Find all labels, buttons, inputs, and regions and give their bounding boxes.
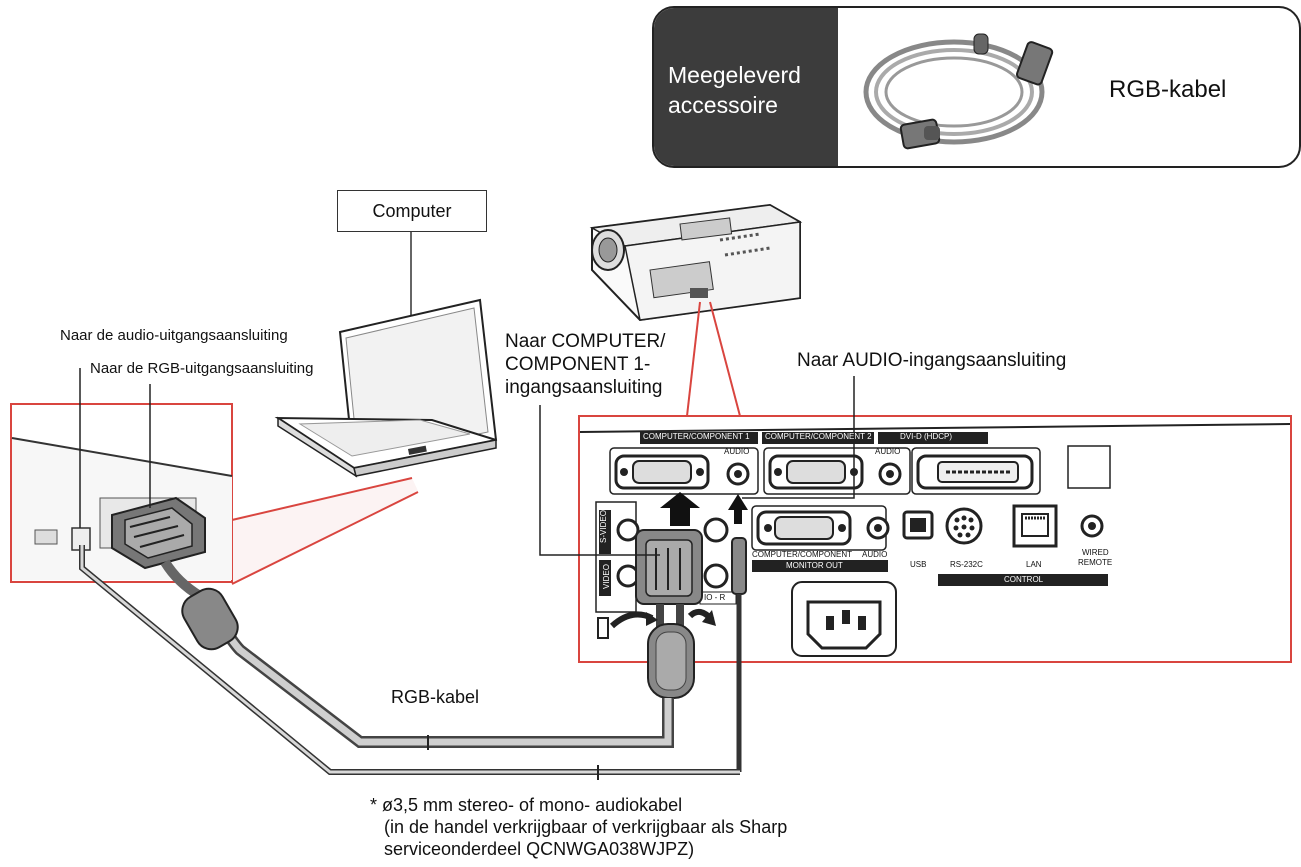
computer-label-text: Computer — [372, 200, 452, 221]
audio-in-leader — [742, 376, 855, 499]
panel-video-label: VIDEO — [601, 564, 611, 589]
accessory-header: Meegeleverd accessoire — [654, 8, 838, 166]
panel-monitor-out-label: MONITOR OUT — [786, 561, 843, 570]
audio-in-label: Naar AUDIO-ingangsaansluiting — [797, 350, 1067, 371]
rgb-out-label: Naar de RGB-uitgangsaansluiting — [90, 360, 314, 377]
panel-monitor-audio-label: AUDIO — [862, 550, 888, 559]
audio-plug-projector — [728, 494, 748, 772]
computer-in-label: Naar COMPUTER/ COMPONENT 1- ingangsaansl… — [505, 330, 665, 399]
laptop-illustration — [274, 231, 498, 478]
projector-illustration — [589, 203, 803, 322]
audio-cable-label: * ø3,5 mm stereo- of mono- audiokabel (i… — [370, 794, 787, 860]
computer-in-line2: COMPONENT 1- — [505, 354, 651, 375]
panel-usb-label: USB — [910, 560, 927, 569]
computer-in-line3: ingangsaansluiting — [505, 377, 663, 398]
panel-remote-label: REMOTE — [1078, 558, 1113, 567]
audio-cable-line3: serviceonderdeel QCNWGA038WJPZ) — [384, 839, 695, 859]
accessory-title-line2: accessoire — [668, 92, 778, 118]
projector-callout-line-left — [686, 301, 701, 417]
supplied-accessory-box: Meegeleverd accessoire RGB-kabel — [652, 6, 1301, 168]
panel-svideo-label: S-VIDEO — [598, 510, 608, 543]
panel-dvi-label: DVI-D (HDCP) — [900, 432, 952, 441]
audio-out-label: Naar de audio-uitgangsaansluiting — [60, 327, 288, 344]
panel-comp1-label: COMPUTER/COMPONENT 1 — [643, 432, 750, 441]
computer-in-line1: Naar COMPUTER/ — [505, 331, 666, 352]
rgb-cable — [181, 587, 674, 750]
accessory-cable-name: RGB-kabel — [1109, 76, 1227, 103]
audio-cable — [79, 545, 740, 780]
rgb-cable-image — [863, 33, 1054, 150]
computer-label: Computer — [337, 190, 487, 232]
panel-monitor-top-label: COMPUTER/COMPONENT — [752, 550, 852, 559]
panel-lan-label: LAN — [1026, 560, 1042, 569]
panel-audio2-label: AUDIO — [875, 447, 901, 456]
accessory-title: Meegeleverd accessoire — [668, 60, 828, 120]
panel-rs232-label: RS-232C — [950, 560, 983, 569]
computer-port-callout — [10, 403, 419, 601]
projector-callout-line-right — [709, 301, 741, 417]
panel-comp2-label: COMPUTER/COMPONENT 2 — [765, 432, 872, 441]
rgb-cable-label: RGB-kabel — [391, 687, 480, 707]
panel-audio-r-label: IO - R — [704, 593, 726, 602]
panel-control-label: CONTROL — [1004, 575, 1044, 584]
accessory-title-line1: Meegeleverd — [668, 62, 801, 88]
computer-in-leader — [539, 405, 660, 556]
panel-wired-label: WIRED — [1082, 548, 1109, 557]
panel-audio1-label: AUDIO — [724, 447, 750, 456]
audio-cable-line1: * ø3,5 mm stereo- of mono- audiokabel — [370, 795, 683, 815]
audio-cable-line2: (in de handel verkrijgbaar of verkrijgba… — [384, 817, 788, 837]
